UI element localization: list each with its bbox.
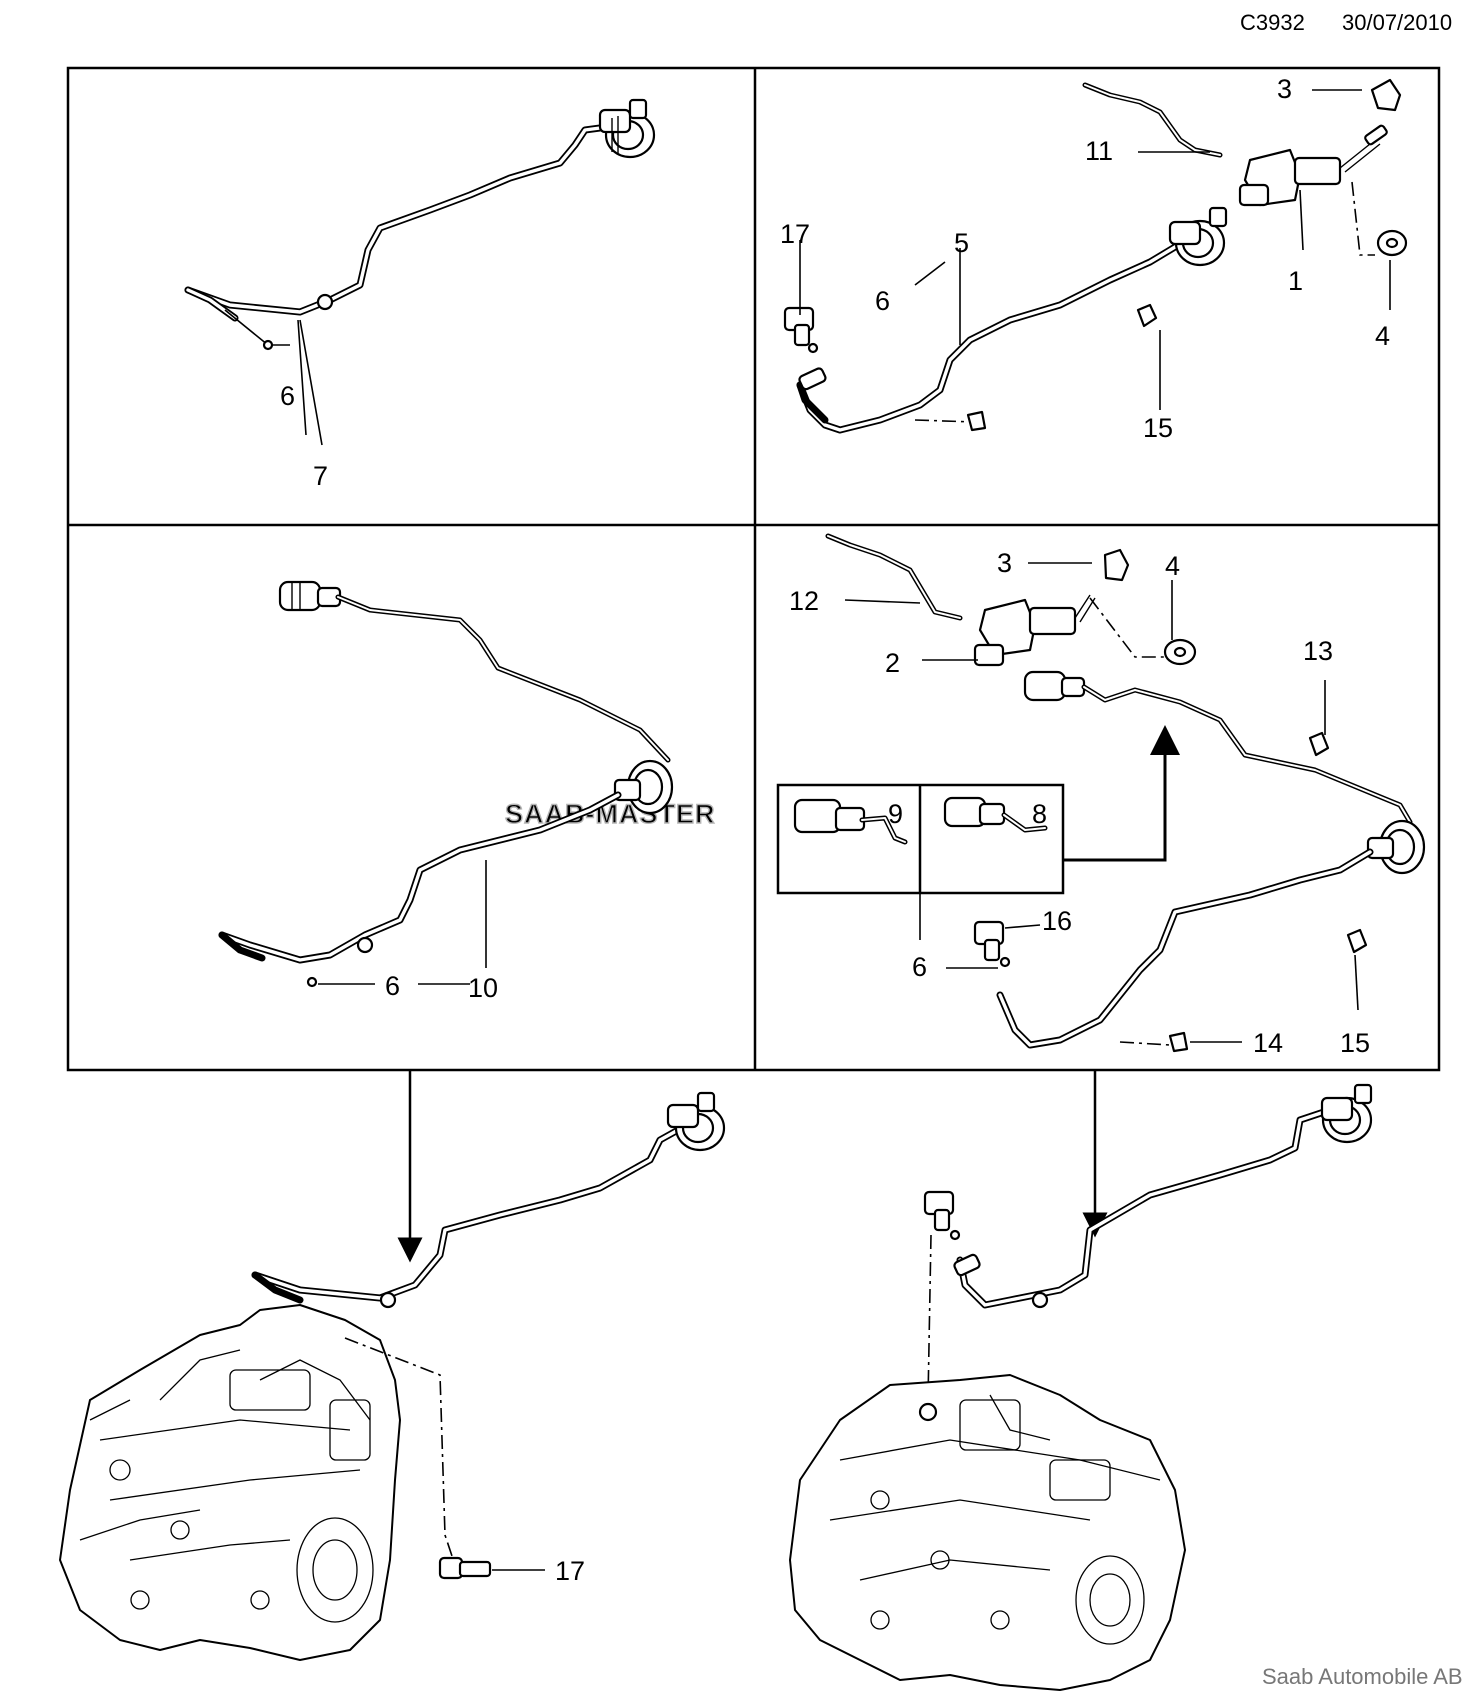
clip-3-br — [1103, 548, 1130, 582]
clutch-slave-cylinder-tr — [1168, 206, 1228, 267]
callout-6: 6 — [385, 971, 400, 1001]
clutch-master-cylinder-tr — [1238, 124, 1388, 207]
clutch-slave-cylinder-tl — [598, 98, 656, 159]
callout-5: 5 — [954, 228, 969, 258]
callout-6: 6 — [912, 952, 927, 982]
clutch-coupling-br — [1023, 670, 1086, 702]
document-date: 30/07/2010 — [1342, 10, 1453, 35]
clutch-slave-coupling-br — [1366, 819, 1426, 875]
callout-4: 4 — [1165, 551, 1180, 581]
callout-15: 15 — [1340, 1028, 1370, 1058]
callout-11: 11 — [1085, 136, 1113, 166]
panel-bottom-right: 3 4 12 2 13 9 8 16 6 14 15 — [776, 533, 1426, 1058]
manual-gearbox-right — [789, 1374, 1186, 1691]
bleed-adaptor-17-tr — [783, 306, 819, 354]
manual-gearbox-left — [59, 1304, 401, 1661]
callout-15: 15 — [1143, 413, 1173, 443]
clip-3-tr — [1370, 78, 1402, 112]
leader-7-tl — [297, 319, 323, 446]
panel-bottom-left: 6 10 — [218, 580, 674, 1003]
bleed-adaptor-16-lr — [923, 1190, 961, 1241]
clutch-master-coupling-bl — [613, 759, 674, 815]
lower-left-assembly: 17 — [59, 1091, 726, 1661]
clutch-master-cylinder-br — [973, 594, 1096, 667]
callout-10: 10 — [468, 973, 498, 1003]
panel-frame — [66, 66, 1441, 1072]
callout-3: 3 — [997, 548, 1012, 578]
callout-3: 3 — [1277, 74, 1292, 104]
callout-1: 1 — [1288, 266, 1303, 296]
callout-9: 9 — [888, 799, 903, 829]
lower-right-assembly — [789, 1083, 1373, 1691]
callout-4: 4 — [1375, 321, 1390, 351]
bleed-adaptor-16-br — [973, 920, 1011, 968]
clip-13-br — [1308, 731, 1330, 757]
panel-top-left: 6 7 — [184, 98, 656, 491]
pipe-joint-tl — [316, 293, 334, 311]
clutch-slave-cylinder-bl — [278, 580, 342, 612]
callout-16: 16 — [1042, 906, 1072, 936]
clutch-slave-coupling-lr — [1320, 1083, 1373, 1144]
callout-12: 12 — [789, 586, 819, 616]
callout-8: 8 — [1032, 799, 1047, 829]
clutch-slave-cylinder-ll — [666, 1091, 726, 1152]
watermark: SAAB-MASTER — [505, 799, 716, 829]
clip-15-br — [1346, 928, 1368, 954]
panel-top-right: 3 11 1 4 17 6 5 15 — [780, 74, 1408, 443]
callout-6: 6 — [280, 381, 295, 411]
callout-2: 2 — [885, 648, 900, 678]
document-code: C3932 — [1240, 10, 1305, 35]
callout-17: 17 — [555, 1556, 585, 1586]
callout-7: 7 — [313, 461, 328, 491]
bleed-adaptor-17-ll — [438, 1556, 492, 1580]
inset-variants-box — [776, 783, 1065, 895]
footer-company: Saab Automobile AB — [1262, 1664, 1463, 1689]
clip-15-tr — [1136, 303, 1158, 328]
callout-13: 13 — [1303, 636, 1333, 666]
clip-14-br — [1168, 1031, 1189, 1053]
callout-6: 6 — [875, 286, 890, 316]
callout-17: 17 — [780, 219, 810, 249]
callout-14: 14 — [1253, 1028, 1283, 1058]
